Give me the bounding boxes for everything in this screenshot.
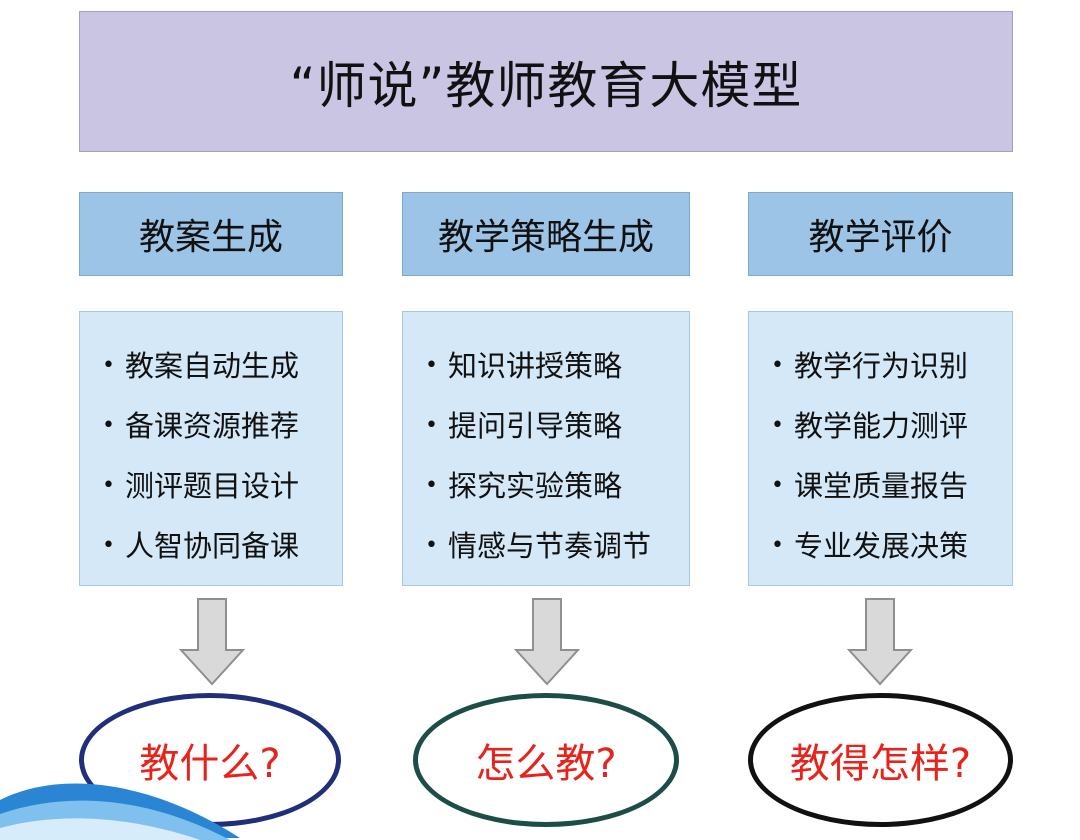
page-title: “师说”教师教育大模型 <box>289 56 803 115</box>
heading-label: 教学策略生成 <box>437 217 654 258</box>
list-item: 提问引导策略 <box>425 406 689 466</box>
title-box: “师说”教师教育大模型 <box>79 11 1013 152</box>
list-item: 知识讲授策略 <box>425 346 689 406</box>
question-ellipse-how: 怎么教? <box>413 693 679 827</box>
list-item: 备课资源推荐 <box>102 406 342 466</box>
question-ellipse-how-well: 教得怎样? <box>748 693 1013 827</box>
question-label: 怎么教? <box>475 741 617 787</box>
heading-label: 教学评价 <box>808 217 953 258</box>
down-arrow-icon <box>179 598 245 686</box>
heading-box-lesson-plan: 教案生成 <box>79 192 343 276</box>
list-item: 专业发展决策 <box>771 526 1012 586</box>
list-item: 情感与节奏调节 <box>425 526 689 586</box>
down-arrow-icon <box>847 598 913 686</box>
list-box-strategy: 知识讲授策略 提问引导策略 探究实验策略 情感与节奏调节 <box>402 311 690 586</box>
question-label: 教得怎样? <box>789 741 972 787</box>
list-item: 人智协同备课 <box>102 526 342 586</box>
heading-label: 教案生成 <box>138 217 283 258</box>
swoosh-decoration <box>0 783 240 840</box>
list-item: 教案自动生成 <box>102 346 342 406</box>
list-item: 教学能力测评 <box>771 406 1012 466</box>
heading-box-evaluation: 教学评价 <box>748 192 1013 276</box>
list-box-evaluation: 教学行为识别 教学能力测评 课堂质量报告 专业发展决策 <box>748 311 1013 586</box>
question-label: 教什么? <box>139 741 281 787</box>
heading-box-strategy: 教学策略生成 <box>402 192 690 276</box>
list-box-lesson-plan: 教案自动生成 备课资源推荐 测评题目设计 人智协同备课 <box>79 311 343 586</box>
list-item: 探究实验策略 <box>425 466 689 526</box>
list-item: 课堂质量报告 <box>771 466 1012 526</box>
list-item: 教学行为识别 <box>771 346 1012 406</box>
list-item: 测评题目设计 <box>102 466 342 526</box>
down-arrow-icon <box>514 598 580 686</box>
